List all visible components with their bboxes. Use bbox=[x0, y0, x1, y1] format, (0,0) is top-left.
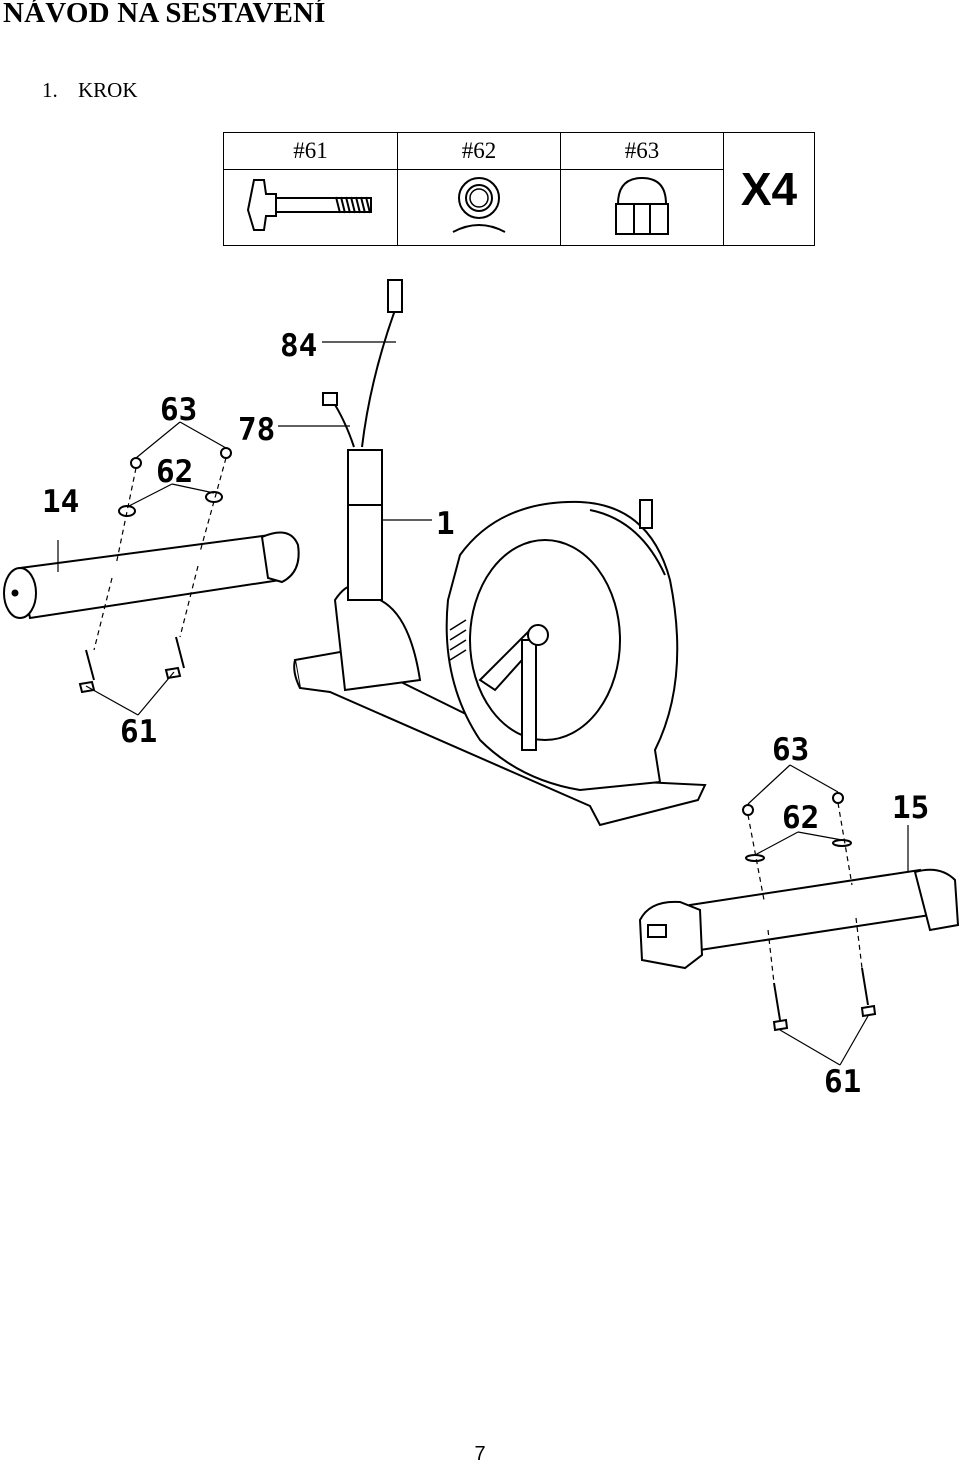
part-image-62 bbox=[397, 169, 561, 246]
part-image-61 bbox=[223, 169, 398, 246]
parts-table: #61 #62 #63 X4 bbox=[223, 132, 815, 246]
step-number: 1. bbox=[42, 78, 58, 102]
callout-14: 14 bbox=[42, 484, 79, 520]
page-title: NÁVOD NA SESTAVENÍ bbox=[3, 0, 326, 29]
callout-rear-61: 61 bbox=[824, 1064, 861, 1100]
part-image-63 bbox=[560, 169, 724, 246]
callout-78: 78 bbox=[238, 412, 275, 448]
main-frame-post bbox=[322, 279, 422, 692]
callout-1: 1 bbox=[436, 506, 455, 542]
part-code-61: #61 bbox=[223, 132, 398, 170]
callout-84: 84 bbox=[280, 328, 317, 364]
callout-rear-63: 63 bbox=[772, 732, 809, 768]
assembly-diagram: 84 78 1 14 63 62 61 63 62 15 61 bbox=[3, 279, 960, 1100]
callout-front-62: 62 bbox=[156, 454, 193, 490]
step-label: KROK bbox=[78, 78, 138, 102]
rear-hardware bbox=[742, 792, 877, 1032]
page-number: 7 bbox=[474, 1443, 486, 1465]
washer-icon bbox=[452, 177, 506, 233]
front-stabilizer bbox=[3, 531, 300, 620]
callout-front-61: 61 bbox=[120, 714, 157, 750]
part-code-62: #62 bbox=[397, 132, 561, 170]
rear-stabilizer bbox=[638, 868, 960, 970]
callout-front-63: 63 bbox=[160, 392, 197, 428]
quantity-label: X4 bbox=[723, 132, 815, 246]
step-heading: 1. KROK bbox=[42, 78, 138, 103]
front-hardware bbox=[78, 447, 232, 694]
part-code-63: #63 bbox=[560, 132, 724, 170]
callout-15: 15 bbox=[892, 790, 929, 826]
bolt-icon bbox=[246, 179, 372, 231]
callout-rear-62: 62 bbox=[782, 800, 819, 836]
flywheel-housing bbox=[445, 499, 679, 792]
cap-nut-icon bbox=[615, 176, 669, 235]
